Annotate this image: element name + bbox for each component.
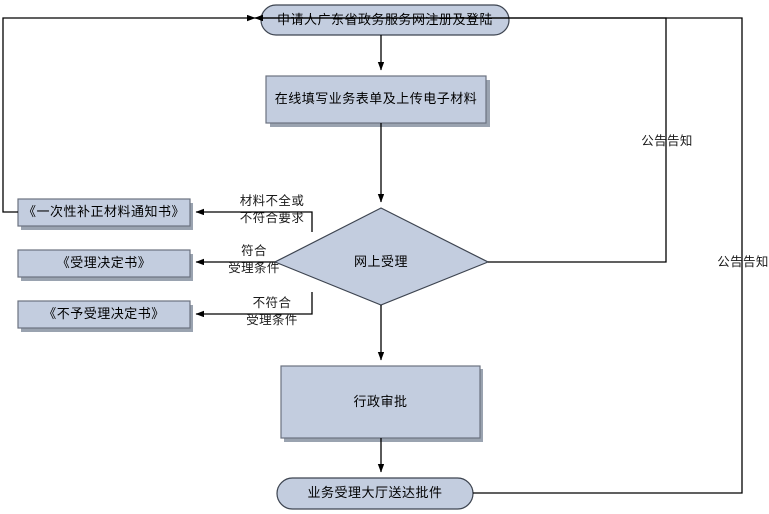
node-reject-doc-shape (17, 300, 191, 329)
node-admin-approval-shape (280, 365, 481, 439)
edge-deliver-to-start-public-notice (254, 14, 743, 494)
node-notice-supplement-shape (17, 198, 191, 227)
edge-notice-supplement-to-start (2, 14, 256, 213)
edge-label-material-incomplete: 材料不全或 不符合要求 (222, 193, 322, 227)
edge-label-public-notice-upper: 公告告知 (641, 134, 693, 148)
node-deliver-shape (276, 477, 474, 510)
edge-label-material-incomplete-line2: 不符合要求 (239, 210, 305, 225)
edge-label-material-incomplete-line1: 材料不全或 (239, 194, 305, 208)
edge-label-meets-condition-line1: 符合 (241, 244, 267, 258)
edge-label-meets-condition: 符合 受理条件 (204, 243, 304, 277)
edge-decision-to-notice-supplement (195, 208, 313, 232)
edge-label-not-meets-condition-line2: 受理条件 (246, 312, 298, 327)
edge-label-not-meets-condition: 不符合 受理条件 (222, 295, 322, 329)
node-fill-form-shape (265, 75, 487, 124)
edge-label-public-notice-right: 公告告知 (717, 255, 769, 269)
node-start-shape (260, 4, 510, 36)
flow-connectors (2, 14, 743, 494)
node-accept-doc-shape (17, 249, 191, 278)
edge-decision-to-reject-doc (195, 292, 313, 318)
edge-label-meets-condition-line2: 受理条件 (228, 260, 280, 275)
edge-label-not-meets-condition-line1: 不符合 (252, 296, 292, 310)
